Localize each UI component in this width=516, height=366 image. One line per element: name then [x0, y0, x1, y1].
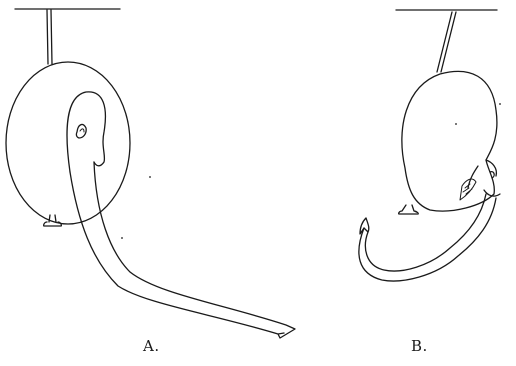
- panel-b-radicle-tip: [360, 218, 369, 234]
- panel-b-seed-body: [402, 71, 497, 211]
- panel-a-label: A.: [143, 337, 160, 355]
- panel-a-seed-stalk: [44, 215, 62, 226]
- panel-b-seed-stalk: [399, 205, 419, 214]
- panel-b-radicle: [359, 194, 496, 281]
- panel-a-seed-body: [6, 62, 130, 224]
- panel-b-label: B.: [411, 337, 428, 355]
- panel-a-radicle-tail: [70, 162, 295, 338]
- panel-a-suspension-thread: [47, 10, 52, 64]
- panel-a-drawing: [6, 9, 295, 338]
- panel-b-cotyledon-texture: [460, 179, 476, 200]
- panel-a-radicle-pore: [76, 125, 86, 138]
- panel-b-suspension-thread: [437, 12, 456, 72]
- panel-b-ruptured-coat: [468, 160, 500, 196]
- panel-b-drawing: [359, 10, 501, 281]
